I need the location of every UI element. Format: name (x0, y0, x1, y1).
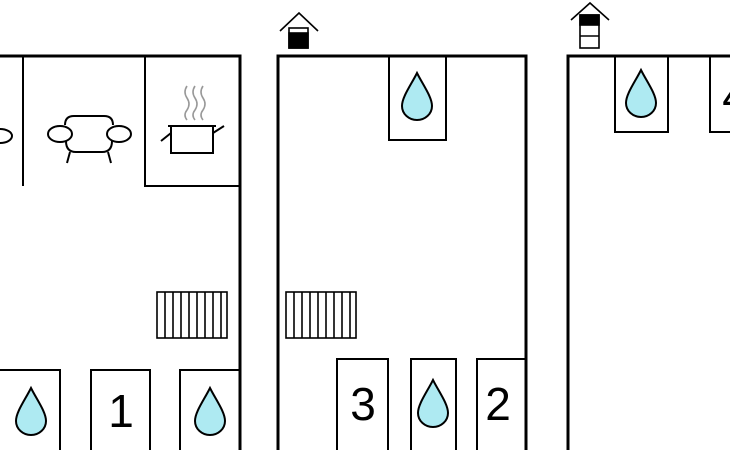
water-drop-icon (625, 69, 657, 118)
bedroom-2 (476, 358, 526, 450)
bedroom-1 (90, 369, 151, 450)
water-drop-icon (401, 72, 433, 121)
water-drop-icon (15, 387, 47, 436)
second-floor-panel (566, 1, 730, 450)
water-drop-icon (417, 379, 449, 428)
bathroom-3 (388, 56, 447, 141)
ground-floor-panel (0, 54, 242, 450)
armchair-icon (0, 128, 13, 144)
bathroom-4 (410, 358, 457, 450)
room-number-4: 4 (722, 70, 730, 122)
cooking-pot-icon (160, 125, 225, 154)
stairs-icon (285, 291, 357, 339)
steam-icon (184, 85, 206, 121)
stairs-icon (156, 291, 228, 339)
first-floor-panel (276, 11, 528, 450)
bathroom-5 (614, 56, 669, 133)
sofa-icon (47, 115, 132, 164)
house-floor-icon (279, 11, 319, 49)
room-number-1: 1 (108, 385, 134, 437)
kitchen-wall (144, 56, 240, 187)
second-floor-outline (566, 54, 730, 450)
first-floor-outline (276, 54, 528, 450)
ground-floor-outline (0, 54, 242, 450)
water-drop-icon (194, 387, 226, 436)
bathroom-1 (0, 369, 61, 450)
house-floor-icon (570, 1, 610, 49)
bedroom-3 (336, 358, 389, 450)
bedroom-4 (709, 56, 730, 133)
room-number-3: 3 (350, 378, 376, 430)
room-number-2: 2 (485, 378, 511, 430)
bathroom-2 (179, 369, 240, 450)
